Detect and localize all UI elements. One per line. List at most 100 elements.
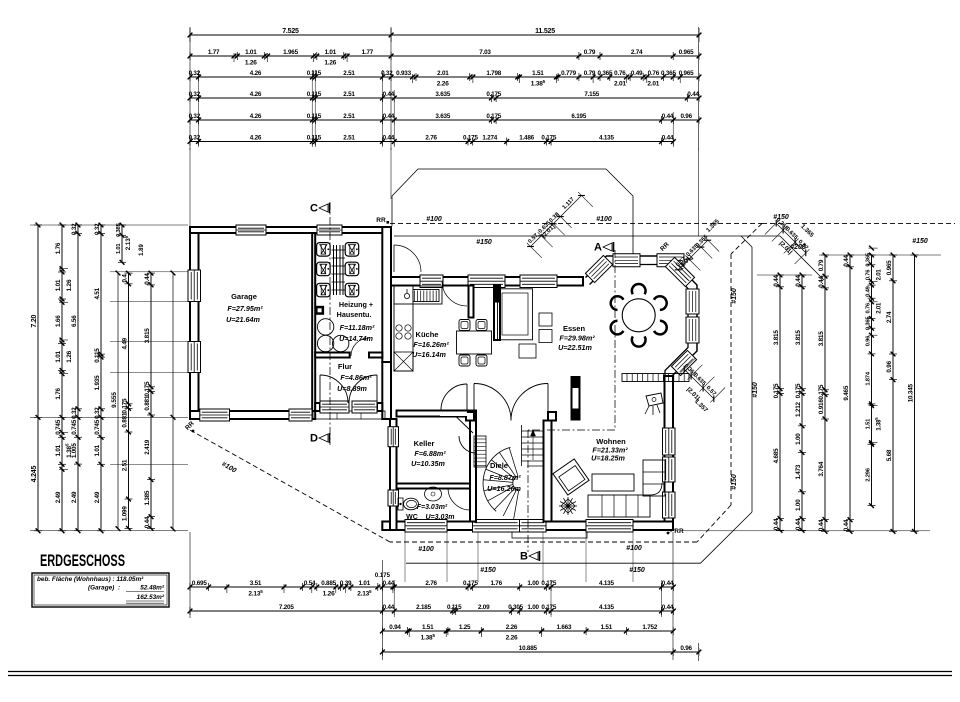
svg-text:0.39: 0.39	[340, 580, 352, 587]
svg-text:0.965: 0.965	[886, 260, 893, 275]
svg-text:Wohnen: Wohnen	[596, 437, 626, 446]
svg-text:F=3.03m²: F=3.03m²	[417, 504, 448, 511]
svg-text:#150: #150	[476, 239, 492, 246]
svg-text:1.26: 1.26	[245, 59, 257, 66]
svg-text:4.26: 4.26	[250, 135, 262, 142]
svg-text:0.885: 0.885	[321, 580, 336, 587]
svg-text:0.44: 0.44	[144, 273, 151, 285]
svg-text:0.175: 0.175	[375, 573, 391, 579]
svg-text:0.965: 0.965	[679, 49, 694, 56]
svg-text:2.51: 2.51	[343, 135, 355, 142]
svg-text:3.815: 3.815	[818, 331, 825, 346]
svg-text:0.96: 0.96	[680, 113, 692, 120]
svg-text:U=3.03m: U=3.03m	[426, 514, 455, 521]
svg-text:0.365: 0.365	[866, 316, 872, 330]
svg-text:1.005: 1.005	[71, 443, 78, 458]
svg-text:RR: RR	[376, 217, 386, 224]
svg-text:0.175: 0.175	[773, 383, 780, 398]
svg-text:2.51: 2.51	[343, 113, 355, 120]
svg-text:2.26: 2.26	[506, 624, 518, 631]
svg-text:0.44: 0.44	[383, 113, 395, 120]
svg-text:0.745: 0.745	[94, 419, 101, 434]
svg-text:Heizung +: Heizung +	[339, 300, 373, 309]
svg-text:1.385: 1.385	[421, 633, 436, 641]
svg-text:#150: #150	[731, 288, 738, 304]
svg-text:0.115: 0.115	[307, 91, 322, 98]
svg-text:4.135: 4.135	[599, 580, 614, 587]
svg-text:Hausentu.: Hausentu.	[337, 310, 372, 319]
svg-text:1.385: 1.385	[531, 79, 546, 87]
svg-text:2.296: 2.296	[866, 467, 872, 481]
svg-text:#200: #200	[790, 244, 806, 251]
svg-text:0.32: 0.32	[189, 70, 201, 77]
svg-text:5.68: 5.68	[886, 449, 893, 461]
svg-text:1.752: 1.752	[642, 624, 657, 631]
svg-text:6.195: 6.195	[571, 113, 586, 120]
svg-text:0.79: 0.79	[584, 70, 596, 77]
svg-text:0.175: 0.175	[541, 604, 556, 611]
svg-text:RR: RR	[659, 241, 671, 253]
svg-text:0.44: 0.44	[662, 113, 674, 120]
svg-text:2.01: 2.01	[437, 70, 449, 77]
svg-text:RR: RR	[184, 420, 196, 432]
svg-text:U=21.64m: U=21.64m	[226, 315, 260, 324]
svg-text:9.465: 9.465	[843, 385, 850, 400]
svg-text:0.76: 0.76	[648, 70, 660, 77]
svg-text:#150: #150	[752, 382, 759, 398]
svg-text:1.099: 1.099	[122, 506, 129, 521]
svg-text:1.935: 1.935	[94, 375, 101, 390]
svg-text:1.385: 1.385	[874, 417, 882, 431]
svg-text:0.175: 0.175	[818, 384, 825, 399]
svg-text:0.175: 0.175	[541, 135, 556, 142]
svg-text:0.175: 0.175	[486, 91, 501, 98]
svg-text:Flur: Flur	[338, 362, 352, 371]
svg-text:0.79: 0.79	[818, 259, 825, 271]
svg-text:2.51: 2.51	[343, 91, 355, 98]
svg-text:3.815: 3.815	[144, 328, 151, 343]
svg-text:0.44: 0.44	[383, 604, 395, 611]
svg-text:0.965: 0.965	[679, 70, 694, 77]
svg-text:1.76: 1.76	[55, 387, 62, 399]
svg-text:1.663: 1.663	[557, 624, 572, 631]
svg-text:0.175: 0.175	[541, 580, 556, 587]
svg-text:2.76: 2.76	[425, 135, 437, 142]
svg-text:0.32: 0.32	[94, 407, 101, 419]
svg-text:1.01: 1.01	[55, 279, 62, 291]
svg-text:2.26: 2.26	[506, 634, 518, 641]
svg-text:Küche: Küche	[416, 330, 439, 339]
svg-text:1.385: 1.385	[65, 443, 73, 458]
svg-text:52.48m²: 52.48m²	[140, 585, 165, 592]
svg-text:#150: #150	[773, 214, 789, 221]
svg-text:3.51: 3.51	[250, 580, 262, 587]
svg-text:1.26: 1.26	[66, 350, 73, 362]
svg-text:#100: #100	[596, 216, 612, 223]
svg-text:1.26: 1.26	[66, 279, 73, 291]
svg-text:#100: #100	[626, 545, 642, 552]
svg-text:0.175: 0.175	[144, 381, 151, 396]
svg-text:2.26: 2.26	[437, 80, 449, 87]
svg-text:0.385: 0.385	[116, 222, 122, 236]
svg-text:1.473: 1.473	[795, 464, 802, 479]
svg-text:0.44: 0.44	[383, 91, 395, 98]
svg-text:0.32: 0.32	[189, 113, 201, 120]
svg-text:162.53m²: 162.53m²	[137, 594, 165, 601]
svg-text:1.212: 1.212	[795, 401, 802, 416]
svg-text:2.01: 2.01	[876, 269, 882, 281]
svg-text:0.32: 0.32	[189, 91, 201, 98]
svg-text:RR: RR	[674, 528, 684, 535]
svg-text:0.44: 0.44	[795, 274, 802, 286]
svg-text:2.09: 2.09	[478, 604, 490, 611]
svg-text:0.54: 0.54	[304, 580, 316, 587]
svg-text:4.49: 4.49	[122, 337, 129, 349]
svg-text:1.01: 1.01	[55, 444, 62, 456]
svg-text:0.44: 0.44	[843, 519, 850, 531]
svg-text:2.419: 2.419	[144, 439, 151, 454]
svg-text:0.79: 0.79	[584, 49, 596, 56]
svg-text:0.44: 0.44	[773, 274, 780, 286]
svg-text:F=4.86m²: F=4.86m²	[340, 373, 372, 382]
svg-text:1.01: 1.01	[94, 444, 101, 456]
svg-text:2.01: 2.01	[647, 80, 659, 87]
svg-text:1.76: 1.76	[55, 242, 62, 254]
svg-text:#150: #150	[912, 238, 928, 245]
svg-text:0.175: 0.175	[486, 113, 501, 120]
